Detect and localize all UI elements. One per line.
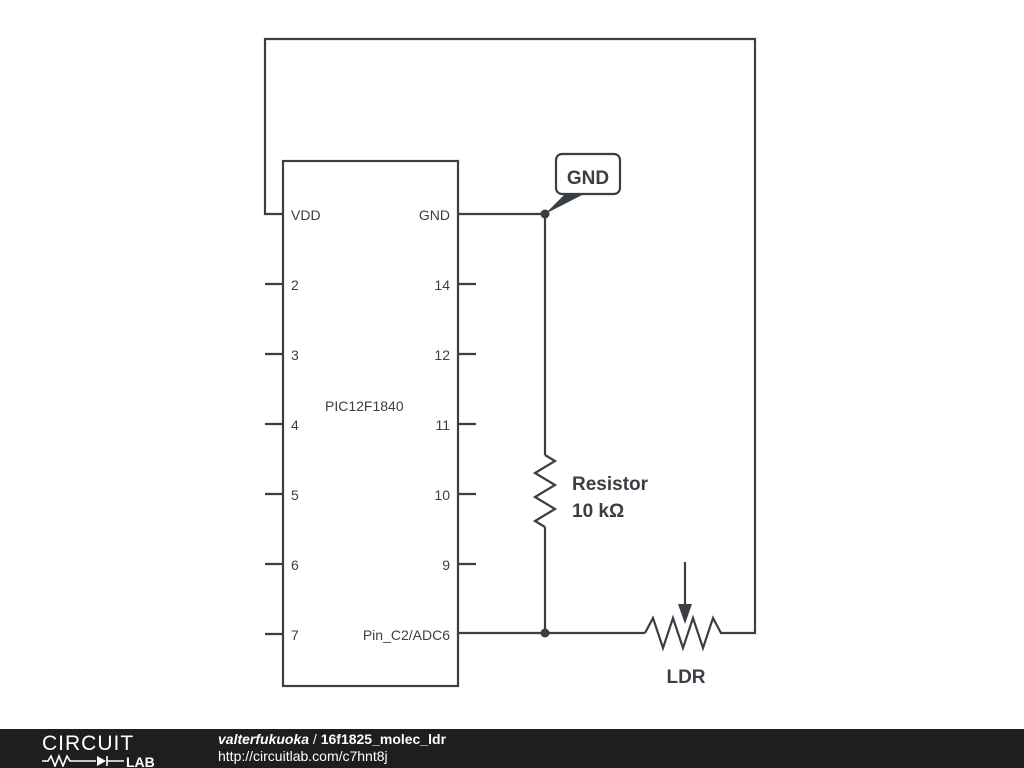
ldr-icon[interactable] <box>644 562 726 652</box>
logo-diode <box>97 756 106 766</box>
resistor-value-label: 10 kΩ <box>572 501 624 522</box>
pin-label-9: 9 <box>442 557 450 573</box>
project-credits: valterfukuoka / 16f1825_molec_ldr http:/… <box>218 731 446 765</box>
pin-label-gnd: GND <box>419 207 450 223</box>
pin-label-10: 10 <box>434 487 450 503</box>
project-url[interactable]: http://circuitlab.com/c7hnt8j <box>218 748 388 764</box>
vdd-loop-wire[interactable] <box>263 37 757 635</box>
logo-zigzag <box>42 753 96 767</box>
left-pin-stubs <box>265 282 283 636</box>
pin-label-14: 14 <box>434 277 450 293</box>
pin-label-2: 2 <box>291 277 299 293</box>
adc6-junction-dot <box>540 628 550 638</box>
pin-label-11: 11 <box>435 417 450 433</box>
schematic-canvas: PIC12F1840 VDD 2 3 4 5 6 7 GND 14 12 11 … <box>263 37 757 688</box>
pin-label-7: 7 <box>291 627 299 643</box>
pin-label-vdd: VDD <box>291 207 321 223</box>
right-pin-stubs <box>458 282 476 566</box>
gnd-flag-icon[interactable]: GND <box>545 152 622 214</box>
logo-bottom-word: LAB <box>126 754 155 767</box>
ic-body[interactable] <box>281 159 460 688</box>
pin-label-4: 4 <box>291 417 299 433</box>
ic-part-label: PIC12F1840 <box>325 398 404 414</box>
ldr-label: LDR <box>666 667 705 688</box>
pin-label-12: 12 <box>434 347 450 363</box>
circuitlab-logo-icon[interactable]: CIRCUIT LAB <box>40 731 180 767</box>
gnd-flag-pointer <box>545 193 586 214</box>
resistor-icon[interactable] <box>532 454 558 528</box>
pin-label-3: 3 <box>291 347 299 363</box>
pin-label-adc6: Pin_C2/ADC6 <box>363 627 450 643</box>
project-title[interactable]: 16f1825_molec_ldr <box>320 731 447 747</box>
gnd-flag-box <box>554 152 622 196</box>
author-link[interactable]: valterfukuoka <box>218 731 310 747</box>
ldr-zigzag <box>644 614 726 652</box>
credits-line: valterfukuoka / 16f1825_molec_ldr <box>218 731 446 748</box>
pin-label-5: 5 <box>291 487 299 503</box>
gnd-flag-label: GND <box>567 168 609 189</box>
pin-label-6: 6 <box>291 557 299 573</box>
resistor-name-label: Resistor <box>572 474 649 495</box>
credits-separator: / <box>309 731 321 747</box>
footer-bar: CIRCUIT LAB valterfukuoka / 16f1825_mole… <box>0 729 1024 768</box>
ldr-arrow-head <box>678 604 692 624</box>
logo-top-word: CIRCUIT <box>42 732 134 755</box>
